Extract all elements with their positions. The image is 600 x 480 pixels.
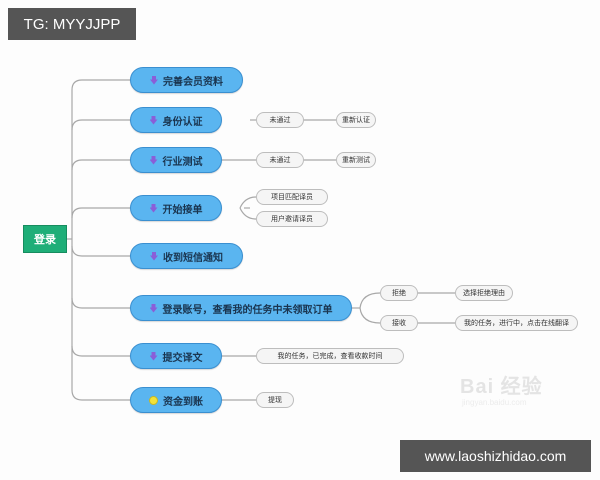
node-funds-received: 资金到账 (130, 387, 222, 413)
watermark-bottom-right: www.laoshizhidao.com (400, 440, 591, 472)
node-label: 提交译文 (162, 352, 203, 364)
sub-node-reject-reason: 选择拒绝理由 (455, 285, 513, 301)
node-label: 开始接单 (162, 204, 203, 216)
sub-node-project-match: 项目匹配译员 (256, 189, 328, 205)
arrow-down-icon (150, 75, 158, 85)
sub-node-withdraw: 提现 (256, 392, 294, 408)
coin-icon (149, 395, 158, 405)
node-label: 完善会员资料 (163, 76, 223, 88)
baidu-jingyan-url: jingyan.baidu.com (462, 398, 527, 407)
sub-node-user-invite: 用户邀请译员 (256, 211, 328, 227)
node-start-taking-orders: 开始接单 (130, 195, 222, 221)
node-label: 登录账号，查看我的任务中未领取订单 (162, 304, 333, 316)
sub-node-failed: 未通过 (256, 152, 304, 168)
arrow-down-icon (149, 155, 158, 165)
node-complete-profile: 完善会员资料 (130, 67, 243, 93)
sub-node-failed: 未通过 (256, 112, 304, 128)
node-submit-translation: 提交译文 (130, 343, 222, 369)
node-sms-notification: 收到短信通知 (130, 243, 243, 269)
root-node-login: 登录 (23, 225, 67, 253)
sub-node-retest: 重新测试 (336, 152, 376, 168)
sub-node-accept: 接收 (380, 315, 418, 331)
sub-node-reverify: 重新认证 (336, 112, 376, 128)
sub-node-reject: 拒绝 (380, 285, 418, 301)
arrow-down-icon (149, 351, 158, 361)
arrow-down-icon (150, 251, 158, 261)
node-label: 资金到账 (163, 396, 203, 408)
sub-node-translate-online: 我的任务，进行中，点击在线翻译 (455, 315, 578, 331)
node-industry-test: 行业测试 (130, 147, 222, 173)
node-login-check-orders: 登录账号，查看我的任务中未领取订单 (130, 295, 352, 321)
arrow-down-icon (149, 203, 158, 213)
node-label: 身份认证 (162, 116, 203, 128)
arrow-down-icon (149, 303, 158, 313)
watermark-top-left: TG: MYYJJPP (8, 8, 136, 40)
node-identity-verification: 身份认证 (130, 107, 222, 133)
node-label: 行业测试 (162, 156, 203, 168)
baidu-jingyan-logo: Bai 经验 (460, 376, 543, 398)
arrow-down-icon (149, 115, 158, 125)
sub-node-check-payment-time: 我的任务，已完成，查看收款时间 (256, 348, 404, 364)
node-label: 收到短信通知 (163, 252, 223, 264)
